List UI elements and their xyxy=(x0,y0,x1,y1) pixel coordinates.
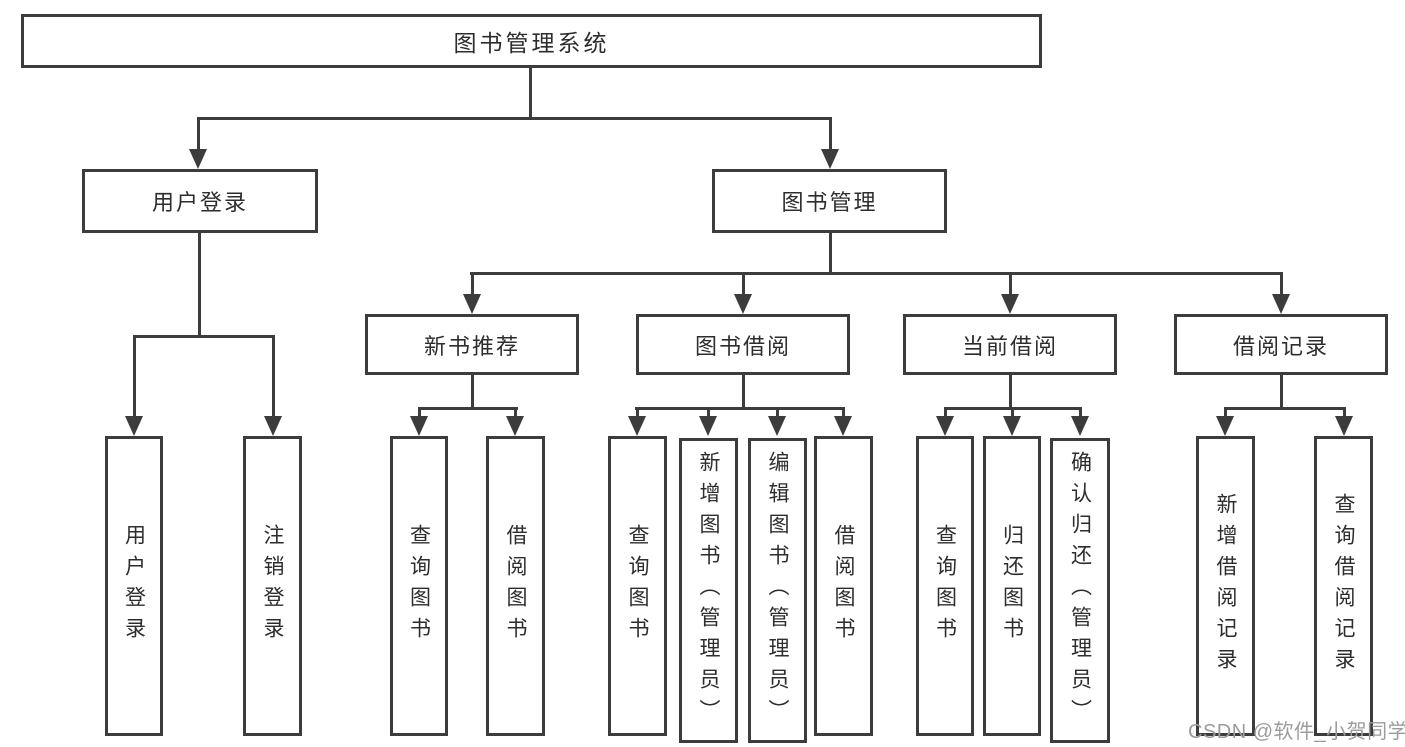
leaf-borrowing-edit-books-admin: 编辑图书（管理员） xyxy=(748,438,807,743)
leaf-records-query-borrow-record: 查询借阅记录 xyxy=(1314,436,1373,736)
node-book-borrowing: 图书借阅 xyxy=(636,314,850,375)
connector-book-mgmt-stub xyxy=(829,233,832,274)
arrow-down-icon xyxy=(125,335,143,436)
node-user-login: 用户登录 xyxy=(82,169,318,233)
node-label: 编辑图书（管理员） xyxy=(766,451,789,730)
leaf-borrowing-add-books-admin: 新增图书（管理员） xyxy=(679,438,738,743)
node-book-management: 图书管理 xyxy=(712,169,947,233)
node-label: 用户登录 xyxy=(151,190,248,215)
node-label: 新书推荐 xyxy=(423,333,520,359)
node-borrowing-records: 借阅记录 xyxy=(1174,314,1388,375)
connector-root-stub xyxy=(529,68,532,118)
node-current-borrowing: 当前借阅 xyxy=(903,314,1117,375)
leaf-borrowing-borrow-books: 借阅图书 xyxy=(814,436,873,736)
arrow-down-icon xyxy=(699,407,717,436)
node-label: 借阅图书 xyxy=(504,524,527,648)
node-label: 借阅图书 xyxy=(832,524,855,648)
connector-records-stub xyxy=(1280,375,1283,409)
node-label: 图书借阅 xyxy=(694,333,791,359)
connector-borrowing-stub xyxy=(742,375,745,409)
arrow-down-icon xyxy=(768,407,786,436)
arrow-down-icon xyxy=(1335,407,1353,436)
watermark: CSDN @软件_小贺同学 xyxy=(1188,721,1405,743)
leaf-current-confirm-return-admin: 确认归还（管理员） xyxy=(1050,438,1110,743)
arrow-down-icon xyxy=(628,407,646,436)
node-label: 图书管理系统 xyxy=(453,30,610,56)
connector-user-login-rail xyxy=(133,335,275,338)
arrow-down-icon xyxy=(1216,407,1234,436)
connector-records-rail xyxy=(1224,407,1346,410)
node-new-book-recommend: 新书推荐 xyxy=(365,314,579,375)
arrow-down-icon xyxy=(1071,407,1089,436)
leaf-current-return-books: 归还图书 xyxy=(983,436,1041,736)
node-library-management-system: 图书管理系统 xyxy=(21,14,1042,68)
leaf-records-add-borrow-record: 新增借阅记录 xyxy=(1196,436,1255,736)
leaf-recommend-borrow-books: 借阅图书 xyxy=(486,436,545,736)
node-label: 当前借阅 xyxy=(961,333,1058,359)
node-label: 注销登录 xyxy=(261,524,284,648)
connector-user-login-stub xyxy=(198,233,201,337)
arrow-down-icon xyxy=(463,272,481,314)
node-label: 新增借阅记录 xyxy=(1214,493,1237,679)
node-label: 查询借阅记录 xyxy=(1332,493,1355,679)
arrow-down-icon xyxy=(834,407,852,436)
node-label: 归还图书 xyxy=(1000,524,1024,648)
arrow-down-icon xyxy=(821,117,839,169)
connector-recommend-rail xyxy=(418,407,518,410)
node-label: 用户登录 xyxy=(122,524,146,648)
connector-recommend-stub xyxy=(471,375,474,409)
connector-borrowing-rail xyxy=(635,407,845,410)
arrow-down-icon xyxy=(1003,407,1021,436)
connector-current-stub xyxy=(1009,375,1012,409)
connector-level3-rail xyxy=(470,272,1283,275)
arrow-down-icon xyxy=(189,117,207,169)
node-label: 查询图书 xyxy=(933,524,957,648)
leaf-user-login: 用户登录 xyxy=(105,436,163,736)
node-label: 新增图书（管理员） xyxy=(697,451,720,730)
node-label: 查询图书 xyxy=(626,524,649,648)
connector-level1-rail xyxy=(197,117,832,120)
arrow-down-icon xyxy=(506,407,524,436)
arrow-down-icon xyxy=(1272,272,1290,314)
arrow-down-icon xyxy=(264,335,282,436)
node-label: 确认归还（管理员） xyxy=(1068,451,1092,730)
node-label: 查询图书 xyxy=(407,524,431,648)
arrow-down-icon xyxy=(410,407,428,436)
leaf-current-query-books: 查询图书 xyxy=(916,436,974,736)
leaf-borrowing-query-books: 查询图书 xyxy=(608,436,667,736)
node-label: 借阅记录 xyxy=(1232,333,1329,359)
arrow-down-icon xyxy=(1001,272,1019,314)
node-label: 图书管理 xyxy=(781,190,878,215)
leaf-logout: 注销登录 xyxy=(243,436,302,736)
arrow-down-icon xyxy=(936,407,954,436)
leaf-recommend-query-books: 查询图书 xyxy=(390,436,448,736)
arrow-down-icon xyxy=(734,272,752,314)
